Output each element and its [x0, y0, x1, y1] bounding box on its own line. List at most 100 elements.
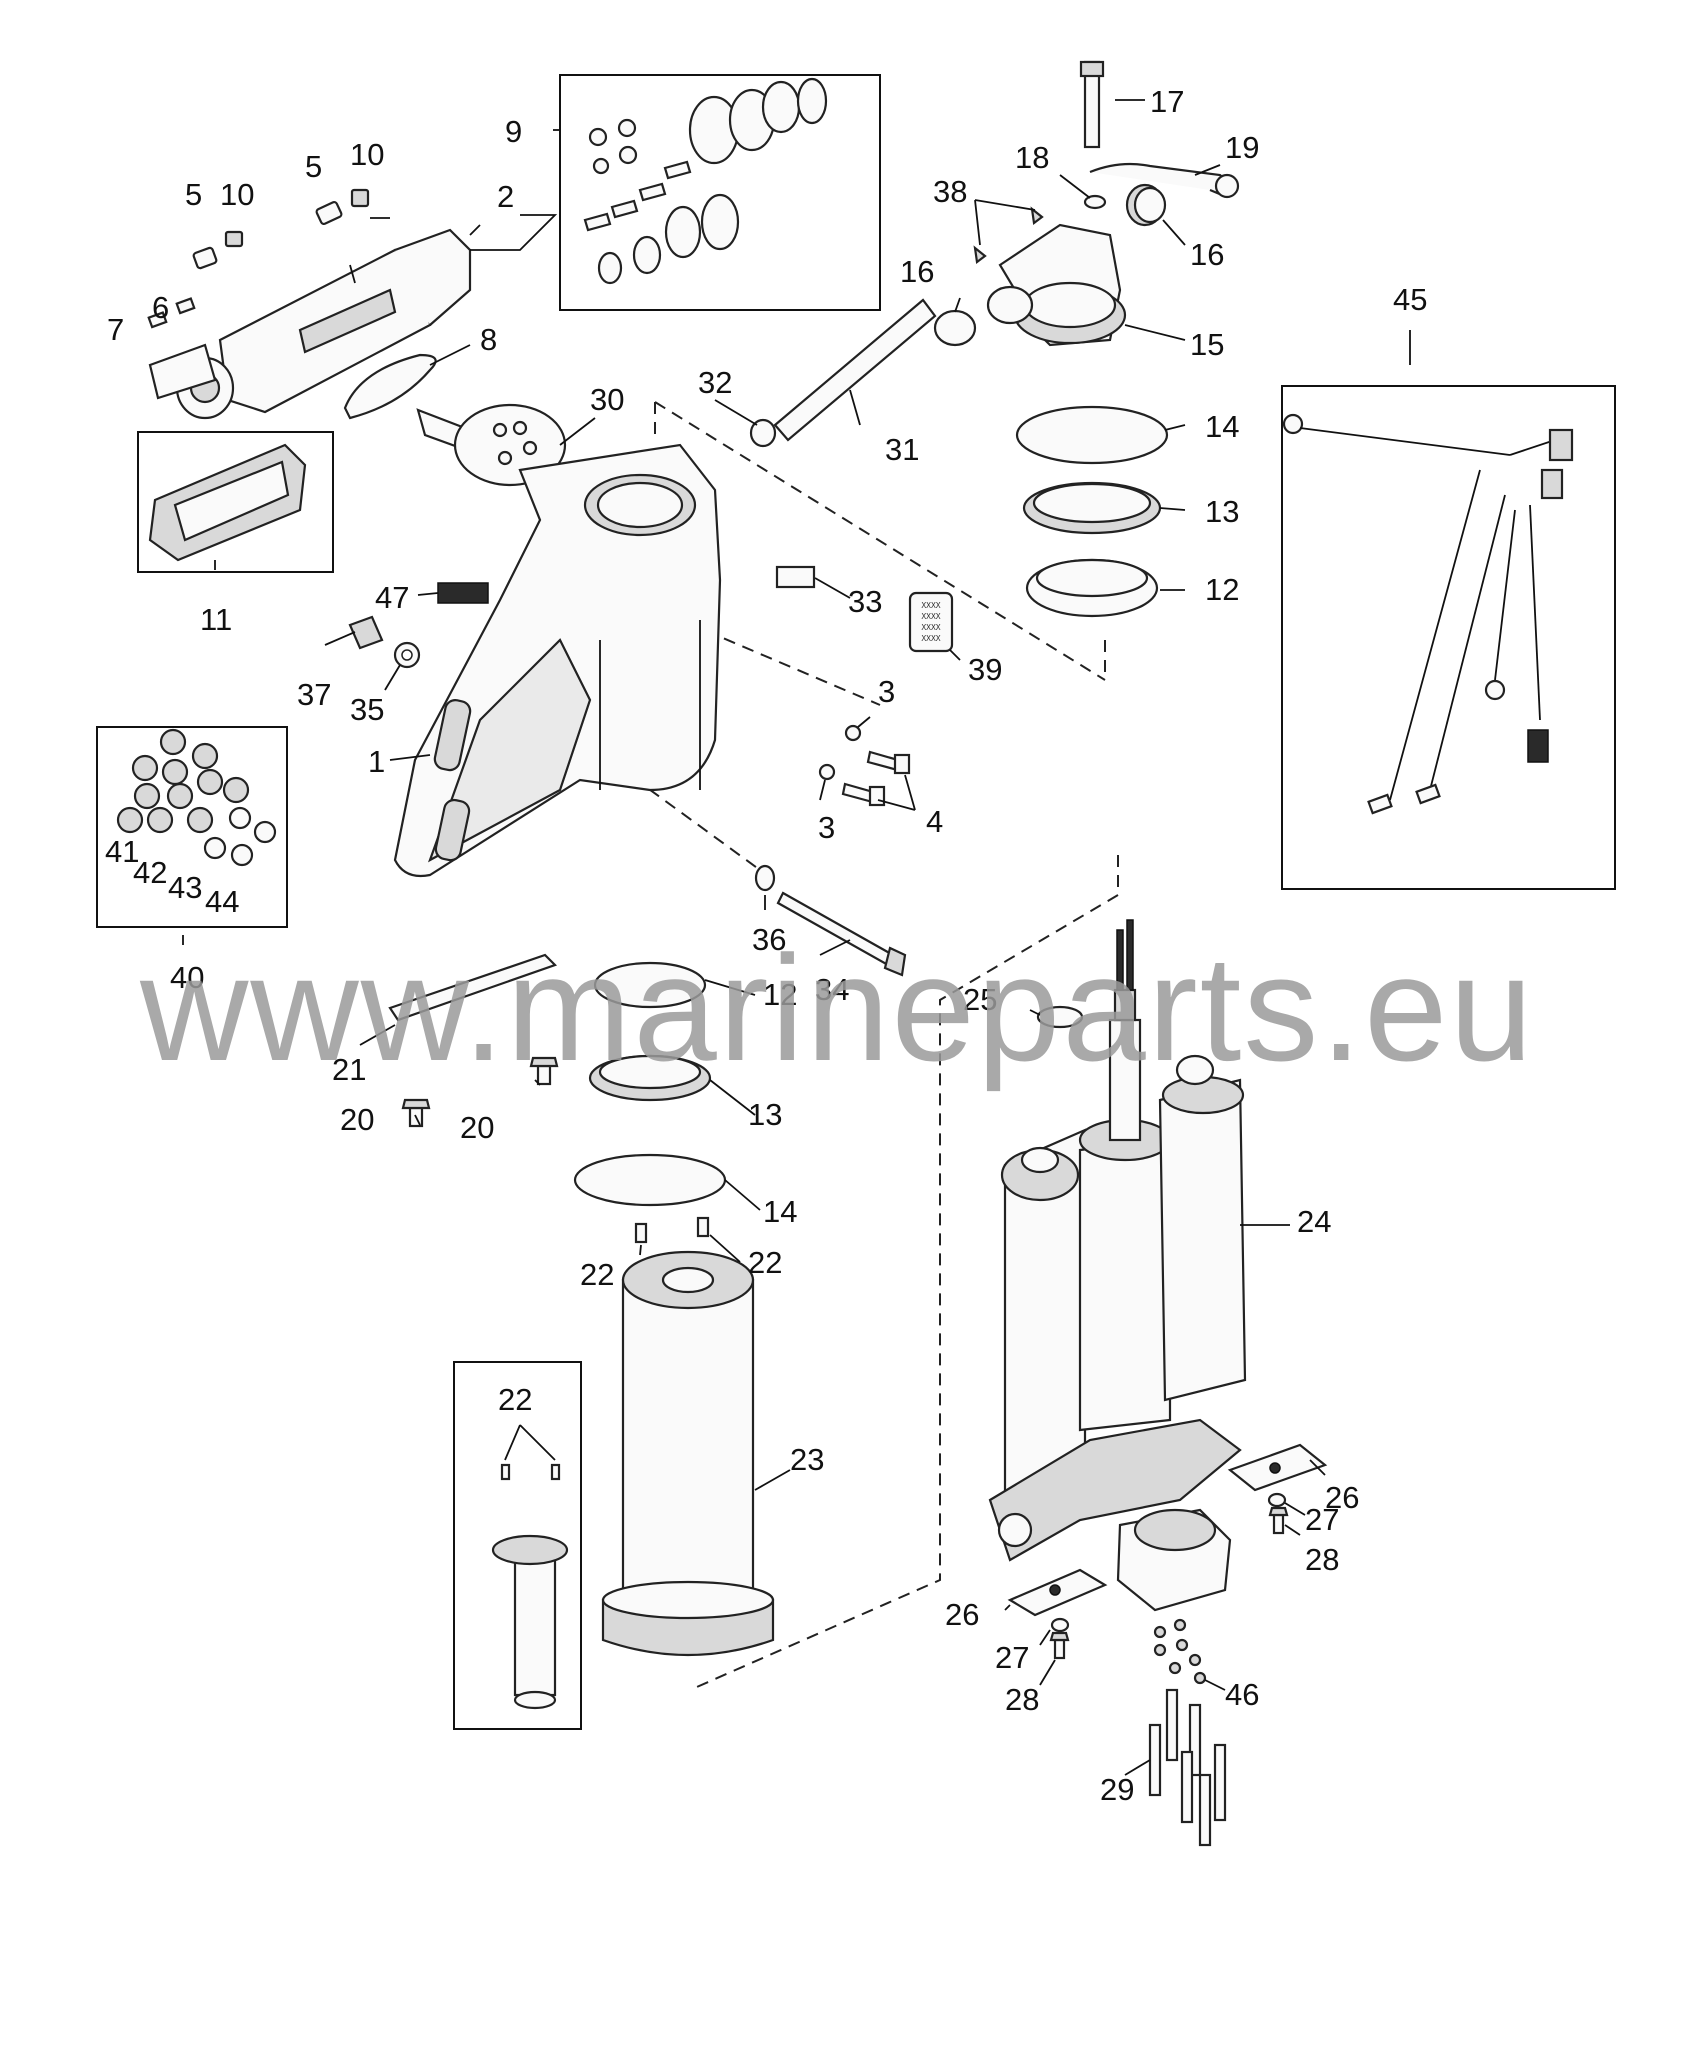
callout-40: 40	[170, 960, 204, 995]
callout-35: 35	[350, 692, 384, 727]
seal-kit-parts	[583, 77, 828, 285]
plate-part-26a	[1227, 1443, 1328, 1492]
callout-16b: 16	[1190, 237, 1224, 272]
screw-part-28a	[1268, 1506, 1289, 1535]
callout-22c: 22	[498, 1382, 532, 1417]
callout-14a: 14	[1205, 409, 1239, 444]
valve-block	[1116, 1508, 1232, 1612]
callout-3b: 3	[818, 810, 835, 845]
svg-text:XXXX: XXXX	[921, 634, 940, 643]
tiller-arm-part-30	[416, 403, 567, 487]
callout-13b: 13	[748, 1097, 782, 1132]
callout-3a: 3	[878, 674, 895, 709]
watermark-text: www.marineparts.eu	[139, 924, 1535, 1092]
callout-12b: 12	[763, 977, 797, 1012]
callout-36: 36	[752, 922, 786, 957]
callout-44: 44	[205, 884, 239, 919]
callout-39: 39	[968, 652, 1002, 687]
bushing-part-16a	[933, 309, 977, 347]
callout-5a: 5	[185, 177, 202, 212]
plate-part-26b	[1007, 1568, 1108, 1617]
callout-7: 7	[107, 312, 124, 347]
callout-42: 42	[133, 855, 167, 890]
callout-labels: 1 2 3 3 4 5 5 6 7 8 9 10 10 11 12 12 13 …	[105, 84, 1427, 1807]
callout-15: 15	[1190, 327, 1224, 362]
callout-11: 11	[200, 602, 232, 637]
svg-text:XXXX: XXXX	[921, 612, 940, 621]
wire-harness-box-45	[1281, 385, 1616, 890]
callout-38: 38	[933, 174, 967, 209]
callout-17: 17	[1150, 84, 1184, 119]
fittings-5-6-7-10	[147, 188, 370, 329]
callout-2: 2	[497, 179, 514, 214]
oring-part-32	[749, 418, 777, 448]
decal-part-47	[437, 582, 489, 604]
washer-part-36	[754, 864, 776, 892]
hardware-kit-parts	[116, 728, 277, 867]
cylinder-part-23	[601, 1250, 775, 1657]
callout-23: 23	[790, 1442, 824, 1477]
hardware-kit-box-40	[96, 726, 288, 928]
callout-16a: 16	[900, 254, 934, 289]
callout-9: 9	[505, 114, 522, 149]
nut-part-37	[348, 615, 384, 650]
callout-24: 24	[1297, 1204, 1331, 1239]
callout-20a: 20	[340, 1102, 374, 1137]
ring-part-14a	[1015, 405, 1169, 465]
callout-10b: 10	[350, 137, 384, 172]
ring-part-12b	[593, 961, 707, 1009]
svg-text:XXXX: XXXX	[921, 623, 940, 632]
callout-37: 37	[297, 677, 331, 712]
callout-25: 25	[963, 982, 997, 1017]
callout-45: 45	[1393, 282, 1427, 317]
steering-actuator-part-2	[148, 228, 472, 420]
callout-4: 4	[926, 804, 943, 839]
callout-29: 29	[1100, 1772, 1134, 1807]
callout-30: 30	[590, 382, 624, 417]
callout-34: 34	[815, 972, 849, 1007]
callout-22a: 22	[580, 1257, 614, 1292]
tube-part-31	[773, 298, 937, 442]
plate-part-21	[388, 953, 558, 1022]
callout-41: 41	[105, 834, 139, 869]
washer-part-27b	[1050, 1617, 1070, 1633]
seal-kit-box-9	[559, 74, 881, 311]
gasket-plate-part-11	[148, 443, 307, 562]
pump-unit-part-24	[988, 919, 1247, 1562]
bolt-part-34	[776, 891, 907, 977]
callout-31: 31	[885, 432, 919, 467]
callout-33: 33	[848, 584, 882, 619]
callout-21: 21	[332, 1052, 366, 1087]
wire-harness-part-45	[1282, 413, 1574, 815]
callout-20b: 20	[460, 1110, 494, 1145]
callout-8: 8	[480, 322, 497, 357]
gasket-part-8	[343, 353, 437, 420]
callout-12a: 12	[1205, 572, 1239, 607]
sleeve-part-22c	[491, 1463, 569, 1710]
washer-part-27a	[1267, 1492, 1287, 1508]
sleeve-box-22	[453, 1361, 582, 1730]
screws-part-3-4	[818, 724, 911, 807]
callout-26a: 26	[1325, 1480, 1359, 1515]
callout-6: 6	[152, 290, 169, 325]
callout-28b: 28	[1005, 1682, 1039, 1717]
callout-18: 18	[1015, 140, 1049, 175]
callout-27b: 27	[995, 1640, 1029, 1675]
callout-26b: 26	[945, 1597, 979, 1632]
pin-part-22a	[634, 1222, 648, 1244]
callout-22b: 22	[748, 1245, 782, 1280]
oring-part-25	[1036, 1005, 1084, 1029]
gasket-box-11	[137, 431, 334, 573]
callout-10a: 10	[220, 177, 254, 212]
svg-text:XXXX: XXXX	[921, 601, 940, 610]
main-housing-part-1	[393, 443, 722, 878]
ring-part-14b	[573, 1153, 727, 1207]
leader-lines	[182, 99, 1411, 1776]
callout-43: 43	[168, 870, 202, 905]
callout-32: 32	[698, 365, 732, 400]
screw-part-28b	[1049, 1631, 1070, 1660]
callout-14b: 14	[763, 1194, 797, 1229]
callout-1: 1	[368, 744, 385, 779]
